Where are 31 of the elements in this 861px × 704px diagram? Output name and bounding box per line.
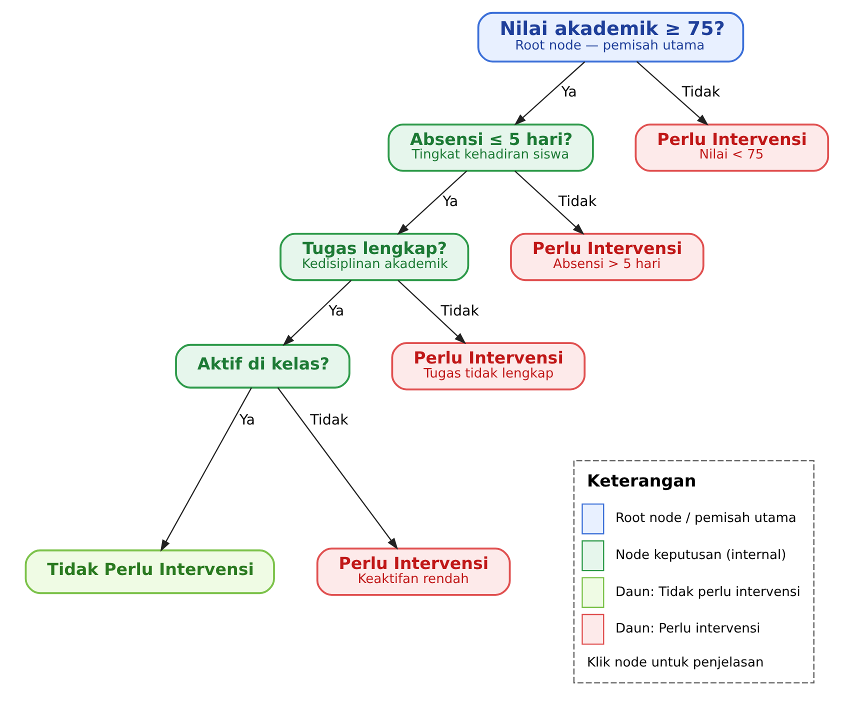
arrow — [514, 61, 586, 126]
arrow — [282, 280, 352, 346]
node-box: Tugas lengkap? Kedisiplinan akademik — [280, 232, 470, 282]
label: Klik node untuk penjelasan — [586, 656, 764, 671]
arrow — [397, 170, 468, 235]
legend-label: Node keputusan (internal) — [616, 548, 786, 564]
node-box: Perlu Intervensi Tugas tidak lengkap — [391, 342, 586, 390]
edge-label: Ya — [328, 303, 344, 320]
arrow — [160, 387, 252, 552]
label: Keterangan — [586, 471, 696, 490]
arrow — [636, 61, 709, 126]
edge-label: Ya — [442, 194, 458, 210]
legend-label: Daun: Perlu intervensi — [616, 622, 760, 637]
edge-label: Ya — [240, 412, 256, 429]
edge-label: Tidak — [558, 194, 597, 210]
node-box: Tidak Perlu Intervensi — [24, 549, 275, 594]
legend-label: Root node / pemisah utama — [616, 511, 796, 526]
node-box: Perlu Intervensi Absensi > 5 hari — [510, 232, 704, 282]
edge-label: Tidak — [310, 412, 348, 429]
edge-label: Ya — [561, 84, 577, 101]
node-box: Nilai akademik ≥ 75? Root node — pemisah utama — [477, 12, 744, 63]
edge-label: Tidak — [440, 303, 480, 320]
arrow — [277, 387, 398, 550]
node-box: Perlu Intervensi Keaktifan rendah — [316, 548, 511, 596]
arrow — [398, 280, 466, 344]
node-box: Aktif di kelas? — [175, 344, 350, 389]
node-box: Absensi ≤ 5 hari? Tingkat kehadiran siswa — [388, 124, 594, 172]
arrow — [514, 170, 584, 235]
node-box: Perlu Intervensi Nilai < 75 — [634, 124, 830, 172]
legend-label: Daun: Tidak perlu intervensi — [616, 584, 800, 600]
edge-label: Tidak — [682, 84, 720, 101]
